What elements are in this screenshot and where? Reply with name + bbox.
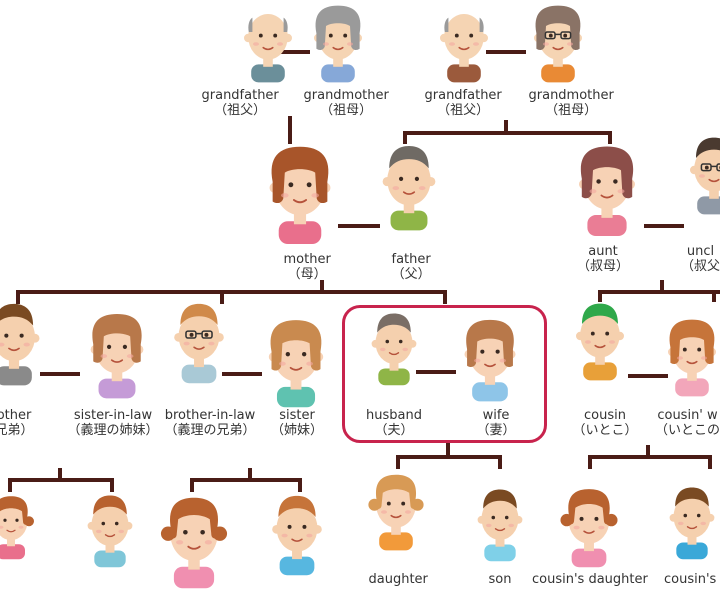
husband-portrait [366,310,422,390]
cson-name-en: cousin's [664,572,717,587]
gf2-label: grandfather（祖父） [425,88,502,118]
cousin2-name-en: cousin' w [657,408,718,423]
aunt-label: aunt（叔母） [577,244,629,274]
uncle-name-en: uncl [686,244,715,259]
sil-label: sister-in-law（義理の姉妹） [68,408,159,438]
gm2-label: grandmother（祖母） [529,88,614,118]
cdaughter-portrait [558,484,620,572]
gm1-name-ja: （祖母） [320,103,373,118]
aunt-portrait [572,142,642,241]
son-portrait [472,486,528,566]
sil-name-en: sister-in-law [73,408,153,423]
cousin1-name-en: cousin [584,408,626,423]
cousin2-name-ja: （いとこの [655,423,720,438]
gf1-label: grandfather（祖父） [202,88,279,118]
husband-label: husband（夫） [366,408,422,438]
gf2-portrait [434,2,494,87]
daughter-label: daughter [369,572,428,587]
wife-label: wife（妻） [477,408,516,438]
gf1-name-ja: （祖父） [214,103,267,118]
gf1-name-en: grandfather [201,88,279,103]
sil-portrait [84,310,150,403]
bil-label: brother-in-law（義理の兄弟） [165,408,256,438]
cson-label: cousin's [664,572,716,587]
gm1-label: grandmother（祖母） [304,88,389,118]
gf2-name-en: grandfather [424,88,502,103]
brother-name-en: other [0,408,32,423]
gf2-name-ja: （祖父） [437,103,490,118]
wife-name-en: wife [482,408,510,423]
gf1-portrait [238,2,298,87]
cousin2-label: cousin' w（いとこの [655,408,720,438]
gm1-portrait [308,2,368,87]
cdaughter-label: cousin's daughter [532,572,648,587]
cousin1-name-ja: （いとこ） [572,423,638,438]
cousin1-label: cousin（いとこ） [573,408,638,438]
husband-wife-highlight [342,305,547,443]
cson-portrait [664,484,720,564]
cousin2-portrait [662,316,720,401]
aunt-name-en: aunt [588,244,618,259]
father-name-ja: （父） [391,267,431,282]
sister-label: sister（姉妹） [271,408,323,438]
brother-name-ja: 兄弟） [0,423,34,438]
sil-name-ja: （義理の姉妹） [67,423,159,438]
son-name-en: son [488,572,512,587]
husband-name-ja: （夫） [374,423,414,438]
cousin1-portrait [570,300,630,385]
family-tree-connectors [8,50,720,492]
gm2-portrait [528,2,588,87]
sister-name-ja: （姉妹） [271,423,324,438]
bil-name-en: brother-in-law [164,408,256,423]
father-name-en: father [391,252,431,267]
k4-portrait [266,492,328,580]
gm1-name-en: grandmother [303,88,389,103]
father-label: father（父） [392,252,431,282]
son-label: son [489,572,512,587]
sister-name-en: sister [279,408,315,423]
daughter-portrait [366,470,426,555]
k2-portrait [82,492,138,572]
sister-portrait [262,316,330,412]
k1-portrait [0,492,36,564]
uncle-label: uncl（叔父 [681,244,720,274]
bil-name-ja: （義理の兄弟） [164,423,256,438]
wife-name-ja: （妻） [476,423,516,438]
gm2-name-en: grandmother [528,88,614,103]
mother-label: mother（母） [284,252,331,282]
uncle-portrait [684,134,720,219]
mother-portrait [262,142,338,249]
cdaughter-name-en: cousin's daughter [532,572,648,587]
wife-portrait [458,316,522,406]
gm2-name-ja: （祖母） [545,103,598,118]
mother-name-ja: （母） [287,267,327,282]
mother-name-en: mother [283,252,331,267]
husband-name-en: husband [366,408,422,423]
father-portrait [376,142,442,235]
daughter-name-en: daughter [368,572,428,587]
uncle-name-ja: （叔父 [681,259,720,274]
aunt-name-ja: （叔母） [577,259,630,274]
bil-portrait [168,300,230,388]
brother-portrait [0,300,46,390]
